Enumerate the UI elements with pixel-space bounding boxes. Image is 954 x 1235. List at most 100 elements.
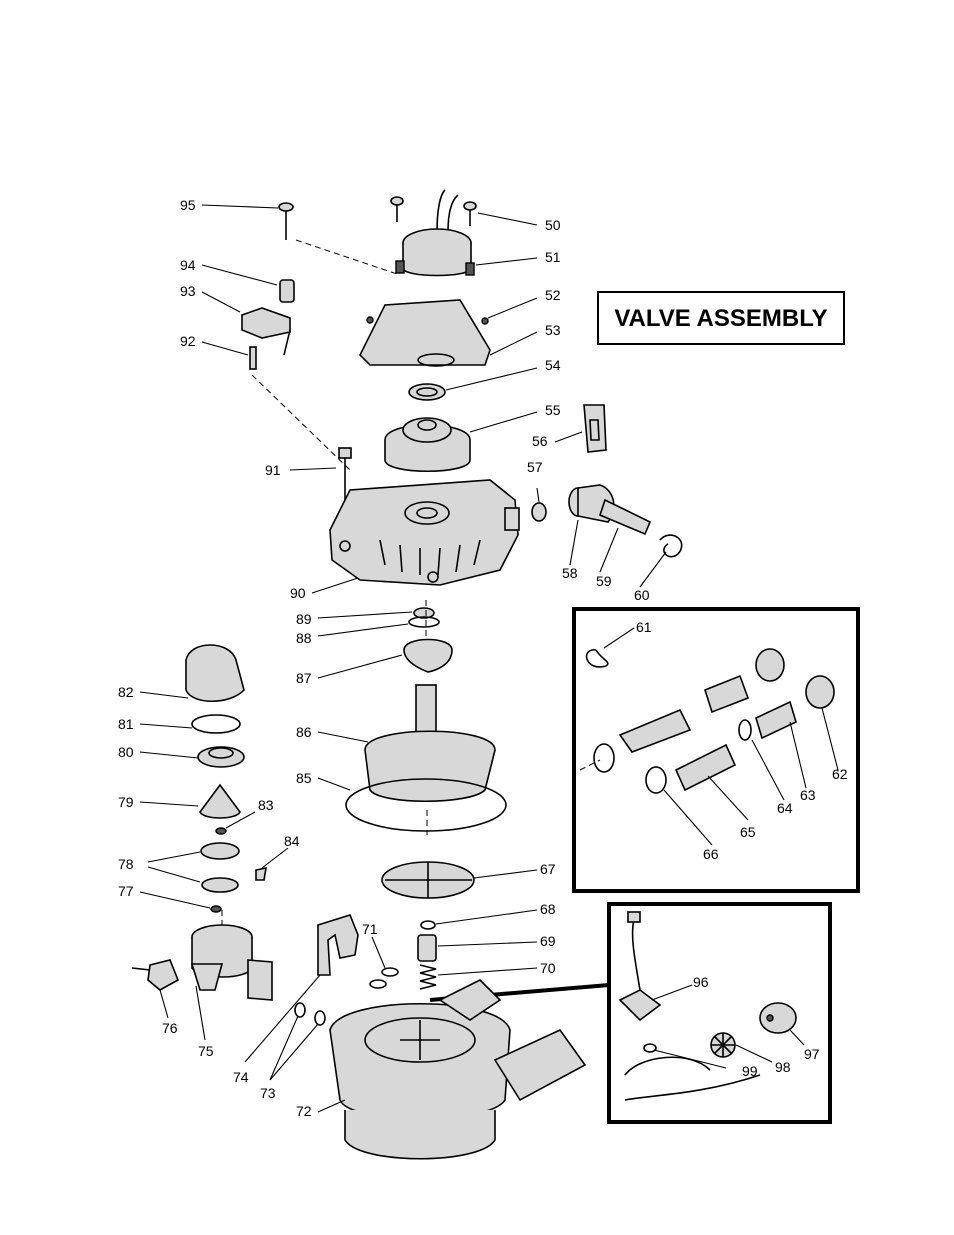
title-box: VALVE ASSEMBLY <box>598 292 844 344</box>
oring-99 <box>644 1044 656 1052</box>
callout-68: 68 <box>540 901 556 917</box>
motor-51 <box>396 190 474 276</box>
clip-56 <box>584 405 606 452</box>
callout-75: 75 <box>198 1043 214 1059</box>
callout-69: 69 <box>540 933 556 949</box>
screw-50 <box>464 202 476 226</box>
callout-83: 83 <box>258 797 274 813</box>
callout-84: 84 <box>284 833 300 849</box>
screw-84 <box>256 868 266 880</box>
callout-74: 74 <box>233 1069 249 1085</box>
callout-78: 78 <box>118 856 134 872</box>
bearing-54 <box>409 384 445 400</box>
clip-61 <box>587 650 608 667</box>
oring-81 <box>192 715 240 733</box>
callout-89: 89 <box>296 611 312 627</box>
callout-98: 98 <box>775 1059 791 1075</box>
cable-96 <box>633 920 640 990</box>
callout-65: 65 <box>740 824 756 840</box>
nozzle-76 <box>148 960 178 990</box>
callout-71: 71 <box>362 921 378 937</box>
callout-66: 66 <box>703 846 719 862</box>
callout-67: 67 <box>540 861 556 877</box>
callout-95: 95 <box>180 197 196 213</box>
callout-82: 82 <box>118 684 134 700</box>
callout-97: 97 <box>804 1046 820 1062</box>
callout-54: 54 <box>545 357 561 373</box>
callout-55: 55 <box>545 402 561 418</box>
clamp-60 <box>660 535 682 557</box>
callout-79: 79 <box>118 794 134 810</box>
diagram-title: VALVE ASSEMBLY <box>614 305 827 332</box>
callout-70: 70 <box>540 960 556 976</box>
callout-93: 93 <box>180 283 196 299</box>
callout-56: 56 <box>532 433 548 449</box>
seal-67 <box>382 862 474 898</box>
spring-70 <box>420 965 436 989</box>
callout-86: 86 <box>296 724 312 740</box>
clip-74 <box>318 915 358 975</box>
valve-body-90 <box>330 480 519 585</box>
callout-53: 53 <box>545 322 561 338</box>
washer-77 <box>211 906 221 912</box>
callout-64: 64 <box>777 800 793 816</box>
callout-94: 94 <box>180 257 196 273</box>
adapter-63 <box>756 702 796 738</box>
callout-72: 72 <box>296 1103 312 1119</box>
callout-73: 73 <box>260 1085 276 1101</box>
screw-95 <box>279 203 293 240</box>
screen-79 <box>200 785 240 818</box>
switch-93 <box>242 308 290 355</box>
oring-left <box>594 744 614 772</box>
callout-63: 63 <box>800 787 816 803</box>
callout-80: 80 <box>118 744 134 760</box>
oring-73-b <box>315 1011 325 1025</box>
callout-62: 62 <box>832 766 848 782</box>
callout-90: 90 <box>290 585 306 601</box>
align-line-2 <box>252 375 350 470</box>
callout-88: 88 <box>296 630 312 646</box>
hose-59 <box>600 500 650 534</box>
callout-51: 51 <box>545 249 561 265</box>
callout-77: 77 <box>118 883 134 899</box>
cover-97 <box>760 1003 796 1033</box>
oring-57 <box>532 503 546 521</box>
nut-62 <box>806 676 834 708</box>
callout-58: 58 <box>562 565 578 581</box>
callout-81: 81 <box>118 716 134 732</box>
callout-50: 50 <box>545 217 561 233</box>
callout-57: 57 <box>527 459 543 475</box>
meter-housing <box>625 1057 760 1100</box>
washer-71 <box>370 968 398 988</box>
fitting-upper <box>620 710 690 752</box>
cap-82 <box>186 645 244 701</box>
oring-66 <box>646 767 666 793</box>
screw-top-left <box>391 197 403 222</box>
callout-61: 61 <box>636 619 652 635</box>
callout-99: 99 <box>742 1063 758 1079</box>
callout-85: 85 <box>296 770 312 786</box>
align-line-1 <box>296 240 400 275</box>
fitting-65 <box>676 745 735 790</box>
turbine-98 <box>711 1033 735 1057</box>
nut-upper <box>756 649 784 681</box>
gear-55 <box>385 418 470 471</box>
callout-92: 92 <box>180 333 196 349</box>
callout-60: 60 <box>634 587 650 603</box>
callout-76: 76 <box>162 1020 178 1036</box>
washer-83 <box>216 828 226 834</box>
callout-87: 87 <box>296 670 312 686</box>
housing-75 <box>192 925 272 1000</box>
callout-59: 59 <box>596 573 612 589</box>
plate-53 <box>360 300 490 366</box>
ring-80 <box>198 747 244 767</box>
adapter-upper <box>705 676 748 712</box>
oring-73-a <box>295 1003 305 1017</box>
spacer-94 <box>280 280 294 302</box>
oring-64 <box>739 720 751 740</box>
disc-78 <box>201 843 239 892</box>
tube-76 <box>132 968 150 970</box>
pin-92 <box>250 347 256 369</box>
oring-68 <box>421 921 435 929</box>
